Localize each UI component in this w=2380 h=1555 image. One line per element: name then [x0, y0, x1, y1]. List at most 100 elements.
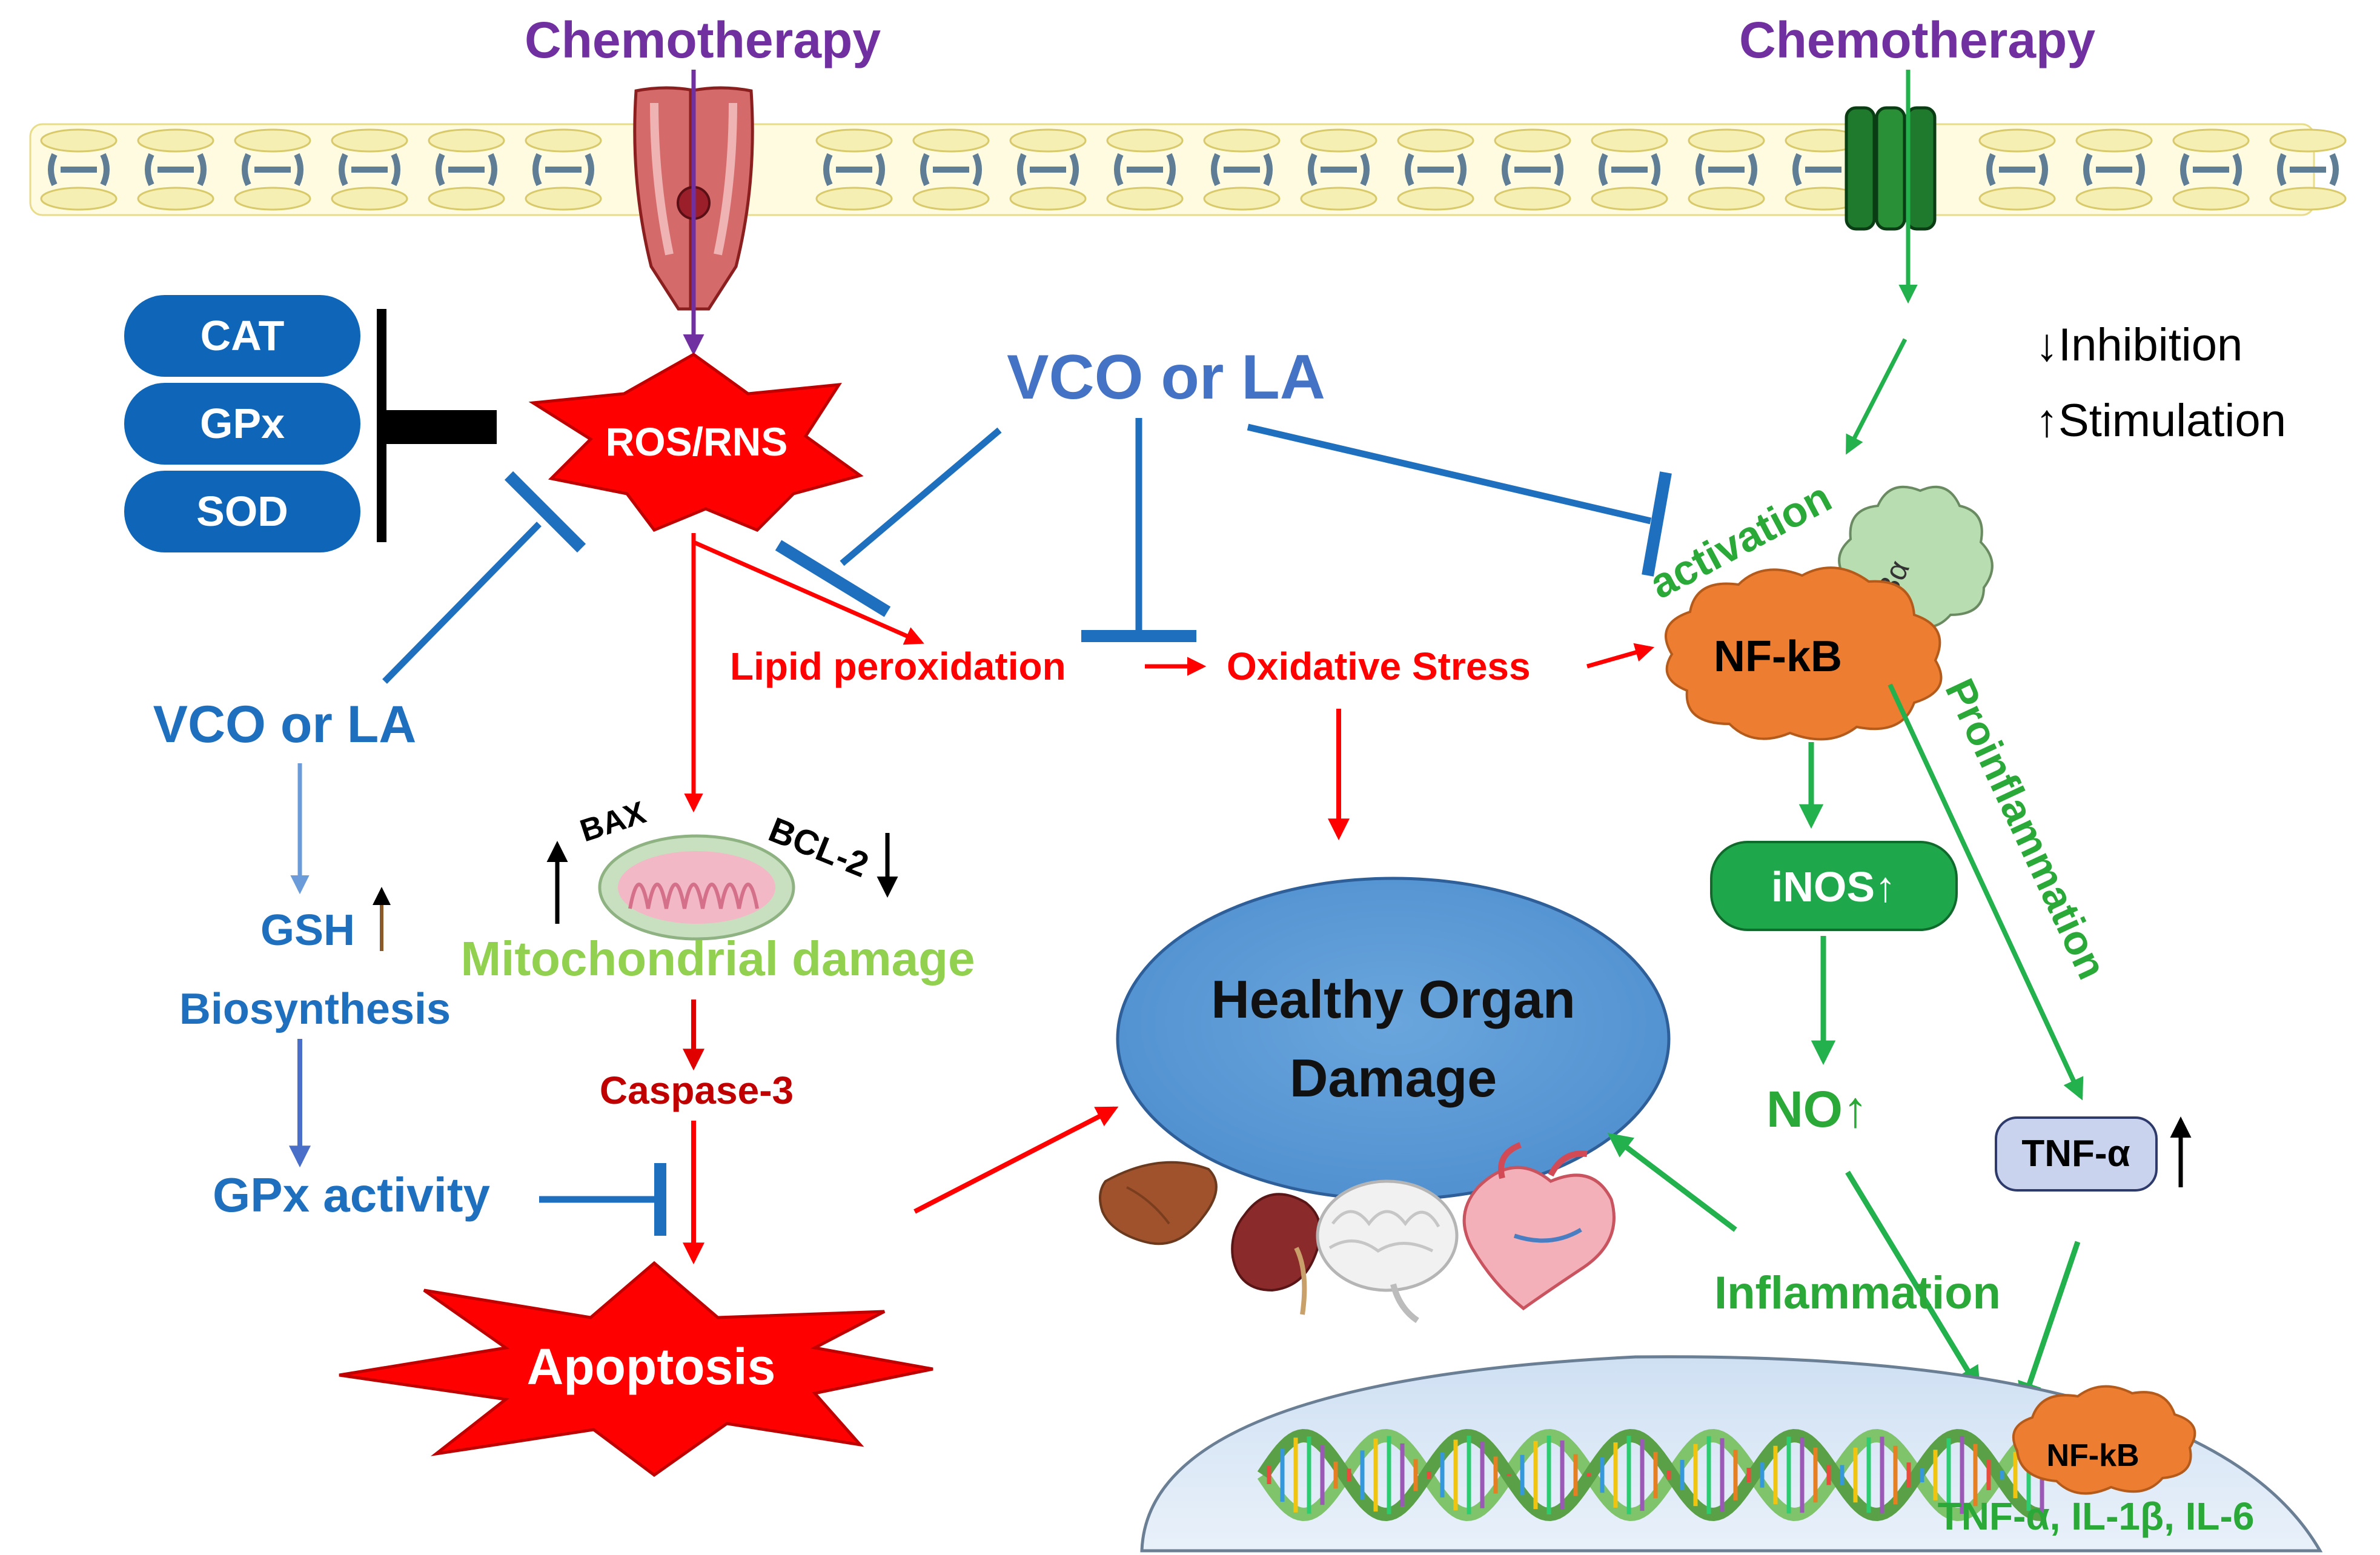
lipid-peroxidation-label: Lipid peroxidation: [730, 645, 1066, 688]
membrane-tail: [823, 153, 885, 187]
membrane-tail: [1017, 153, 1079, 187]
membrane-head-bottom: [1688, 187, 1765, 211]
membrane-head-bottom: [428, 187, 505, 211]
arrow-nfkb-proinflammation: [1888, 683, 2084, 1101]
organ-damage-line2: Damage: [1290, 1048, 1497, 1108]
apoptosis-label: Apoptosis: [527, 1338, 776, 1395]
sod-pill: [124, 471, 360, 552]
membrane-head-top: [912, 128, 990, 153]
membrane-tail: [1211, 153, 1273, 187]
membrane-head-top: [1591, 128, 1668, 153]
membrane-head-bottom: [912, 187, 990, 211]
apoptosis-burst: Apoptosis: [339, 1261, 933, 1477]
nfkb-label: NF-kB: [1714, 632, 1842, 681]
membrane-head-top: [428, 128, 505, 153]
gpx-label: GPx: [200, 400, 285, 447]
ros-pathway-lines: [684, 533, 924, 813]
vco-left-inhibition-line: [382, 522, 542, 684]
membrane-tail: [242, 153, 303, 187]
membrane-head-top: [137, 128, 214, 153]
membrane-tail: [1114, 153, 1176, 187]
membrane-head-top: [1106, 128, 1184, 153]
membrane-head-top: [1978, 128, 2056, 153]
healthy-organ-damage-ellipse: Healthy Organ Damage: [1116, 877, 1671, 1201]
membrane-head-bottom: [1203, 187, 1281, 211]
inos-label: iNOS↑: [1771, 863, 1896, 910]
membrane-tail: [1599, 153, 1660, 187]
membrane-head-bottom: [137, 187, 214, 211]
membrane-head-bottom: [525, 187, 602, 211]
nfkb-cloud: NF-kB: [1665, 566, 1943, 741]
membrane-head-top: [2172, 128, 2250, 153]
arrow-apoptosis-to-organ: [913, 1106, 1119, 1214]
membrane-tail: [2180, 153, 2242, 187]
biosynthesis-label: Biosynthesis: [179, 985, 451, 1033]
arrow-tnf-to-dna: [2018, 1241, 2081, 1407]
cytokines-label: TNF-α, IL-1β, IL-6: [1938, 1494, 2255, 1538]
cell-membrane: [29, 123, 2347, 216]
vco-la-label-top: VCO or LA: [1007, 342, 1325, 413]
membrane-tail: [532, 153, 594, 187]
membrane-head-top: [525, 128, 602, 153]
membrane-head-bottom: [2172, 187, 2250, 211]
arrow-activation: [1845, 338, 1908, 455]
membrane-head-top: [40, 128, 118, 153]
green-channel-receptor-icon: [1845, 106, 1937, 231]
vco-left-inhibition-bar: [504, 471, 586, 553]
membrane-tail: [339, 153, 400, 187]
arrow-oxidative-to-nfkb: [1586, 643, 1655, 669]
membrane-head-bottom: [40, 187, 118, 211]
membrane-head-top: [2269, 128, 2347, 153]
inos-pill: iNOS↑: [1710, 841, 1958, 931]
membrane-head-bottom: [2269, 187, 2347, 211]
red-channel-receptor-icon: [633, 86, 754, 311]
chemotherapy-label-left: Chemotherapy: [525, 12, 881, 68]
kidney-icon: [1231, 1193, 1322, 1315]
liver-icon: [1099, 1161, 1218, 1245]
membrane-head-top: [1009, 128, 1087, 153]
membrane-head-bottom: [815, 187, 893, 211]
proinflammation-label: Proinflammation: [1936, 672, 2115, 986]
membrane-head-bottom: [2075, 187, 2153, 211]
ros-rns-label: ROS/RNS: [606, 419, 788, 464]
membrane-head-bottom: [1106, 187, 1184, 211]
dna-helix-icon: [1257, 1428, 2046, 1522]
membrane-head-bottom: [1978, 187, 2056, 211]
heart-icon: [1462, 1142, 1616, 1311]
membrane-tail: [920, 153, 982, 187]
legend-inhibition: ↓Inhibition: [2035, 319, 2242, 371]
membrane-head-bottom: [1591, 187, 1668, 211]
membrane-tail: [1502, 153, 1563, 187]
membrane-tail: [48, 153, 110, 187]
membrane-tail: [1986, 153, 2048, 187]
enzyme-inhibition-bar: [377, 309, 497, 542]
tnf-alpha-label: TNF-α: [2021, 1133, 2130, 1175]
organ-damage-line1: Healthy Organ: [1211, 969, 1575, 1029]
vco-la-label-left: VCO or LA: [153, 695, 417, 754]
membrane-head-top: [1494, 128, 1571, 153]
arrow-no-to-dna: [1845, 1170, 1981, 1391]
membrane-head-top: [1688, 128, 1765, 153]
caspase-3-label: Caspase-3: [600, 1069, 794, 1112]
membrane-tail: [1405, 153, 1467, 187]
membrane-head-top: [1397, 128, 1474, 153]
membrane-head-top: [234, 128, 311, 153]
membrane-tail: [436, 153, 497, 187]
vco-top-inhibitions: [775, 418, 1672, 642]
membrane-tail: [2277, 153, 2339, 187]
membrane-tail: [1696, 153, 1757, 187]
nfkb-nucleus-cloud: NF-kB: [2012, 1385, 2196, 1495]
gpx-pill: [124, 383, 360, 465]
oxidative-stress-label: Oxidative Stress: [1227, 645, 1531, 688]
cat-pill: [124, 295, 360, 377]
cat-label: CAT: [201, 312, 285, 359]
gpx-activity-label: GPx activity: [213, 1168, 491, 1222]
membrane-head-top: [1300, 128, 1377, 153]
brain-icon: [1316, 1179, 1459, 1324]
bax-label: BAX: [576, 795, 651, 849]
chemotherapy-label-right: Chemotherapy: [1739, 12, 2095, 68]
no-label: NO↑: [1766, 1081, 1868, 1138]
membrane-tail: [2083, 153, 2145, 187]
tnf-alpha-pill: TNF-α: [1995, 1116, 2158, 1192]
